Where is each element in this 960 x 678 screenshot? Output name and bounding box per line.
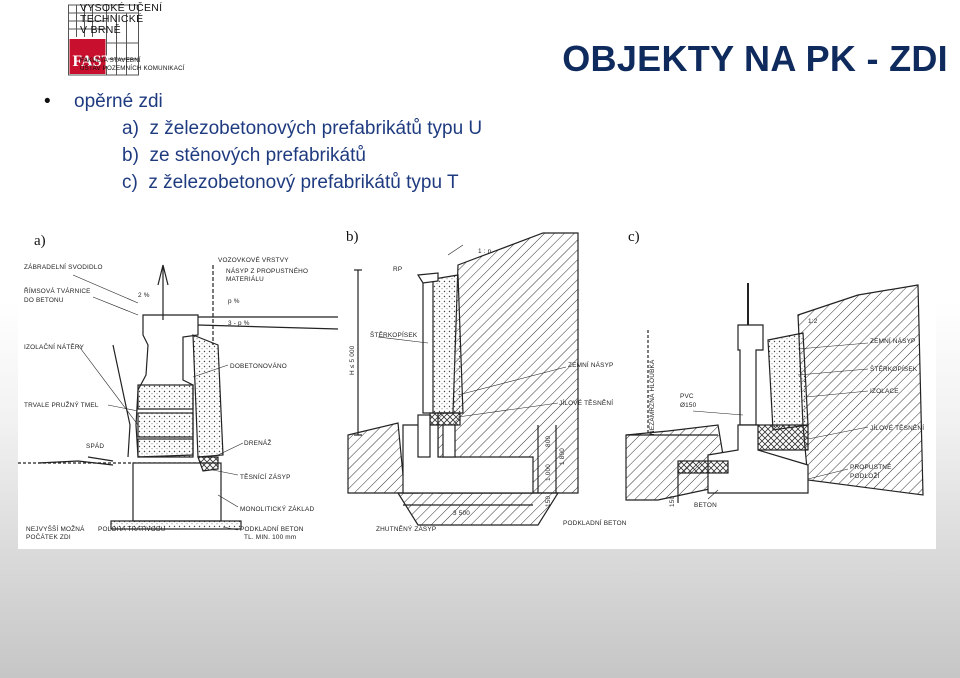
note-a-slope: p %	[228, 298, 240, 305]
note-b-compacted: ZHUTNĚNÝ ZÁSYP	[376, 524, 436, 533]
university-name-line: VYSOKÉ UČENÍ	[80, 2, 163, 14]
sub-item: c) z železobetonový prefabrikátů typu T	[122, 169, 482, 196]
slide-title: OBJEKTY NA PK - ZDI	[562, 38, 948, 79]
note-a-slope: 2 %	[138, 292, 150, 299]
note-b-dim1000: 1 000	[545, 464, 552, 481]
note-a-seal-fill: TĚSNÍCÍ ZÁSYP	[240, 472, 291, 481]
note-a-concreted: DOBETONOVÁNO	[230, 361, 287, 370]
sub-item: a) z železobetonových prefabrikátů typu …	[122, 115, 482, 142]
university-name-line: TECHNICKÉ	[80, 13, 144, 25]
note-a-fill: NÁSYP Z PROPUSTNÉHO	[226, 266, 308, 275]
note-c-permeable: PODLOŽÍ	[850, 471, 879, 480]
note-c-pvc: PVC	[680, 393, 694, 400]
sub-item-text: z železobetonových prefabrikátů typu U	[149, 118, 483, 139]
note-b-rp: RP	[393, 266, 402, 273]
note-a-highest: POČÁTEK ZDI	[26, 532, 71, 541]
sub-item-marker: a)	[122, 118, 139, 139]
bullet-list: • opěrné zdi a) z železobetonových prefa…	[44, 88, 482, 196]
fast-logo-text: FAST	[73, 53, 113, 70]
note-a-drain-pos: POLOHA TRATIVODU	[98, 526, 166, 533]
sub-item-marker: c)	[122, 172, 138, 193]
note-c-permeable: PROPUSTNÉ	[850, 462, 892, 471]
note-a-layers: VOZOVKOVÉ VRSTVY	[218, 255, 289, 264]
figure-label-c: c)	[628, 229, 640, 245]
note-c-dim150: 150	[669, 495, 676, 507]
sub-item: b) ze stěnových prefabrikátů	[122, 142, 482, 169]
university-name-line: V BRNĚ	[80, 24, 121, 36]
note-a-mono-base: MONOLITICKÝ ZÁKLAD	[240, 504, 314, 513]
note-a-fill: MATERIÁLU	[226, 274, 264, 283]
drawing-c-notes: NEZÁMRZNÁ HLOUBKA 1:2 ZEMNÍ NÁSYP ŠTĚRKO…	[647, 318, 924, 509]
drawing-a	[18, 264, 339, 531]
note-b-dim1800: 1 800	[559, 448, 566, 465]
sub-item-text: ze stěnových prefabrikátů	[149, 145, 366, 166]
note-a-bridge: DO BETONU	[24, 297, 64, 304]
note-b-height: H ≤ 5 000	[349, 345, 356, 375]
technical-drawing-panel: ZÁBRADELNÍ SVODIDLO ŘÍMSOVÁ TVÁRNICE DO …	[18, 225, 936, 549]
note-b-dim150: 150	[545, 495, 552, 507]
note-a-sealant: TRVALE PRUŽNÝ TMEL	[24, 400, 99, 409]
note-a-drain: DRENÁŽ	[244, 438, 271, 447]
note-b-width: 3 500	[453, 510, 470, 517]
note-c-concrete: BETON	[694, 502, 717, 509]
figure-label-b: b)	[346, 229, 359, 245]
sub-list: a) z železobetonových prefabrikátů typu …	[122, 115, 482, 196]
technical-drawings: ZÁBRADELNÍ SVODIDLO ŘÍMSOVÁ TVÁRNICE DO …	[18, 232, 924, 541]
note-b-under-concrete: PODKLADNÍ BETON	[563, 518, 627, 527]
note-c-gravel: ŠTĚRKOPÍSEK	[870, 364, 918, 373]
note-a-slope: 3 - p %	[228, 320, 250, 327]
drawing-c	[625, 283, 924, 503]
faculty-name: FAKULTA STAVEBNÍ	[80, 57, 141, 64]
note-a-insulation: IZOLAČNÍ NÁTĚRY	[24, 342, 85, 351]
note-a-railing: ZÁBRADELNÍ SVODIDLO	[24, 262, 103, 271]
figure-label-a: a)	[34, 233, 46, 249]
note-c-soil-fill: ZEMNÍ NÁSYP	[870, 336, 916, 345]
sub-item-text: z železobetonový prefabrikátů typu T	[148, 172, 459, 193]
note-a-thickness: TL. MIN. 100 mm	[244, 534, 296, 541]
drawing-b	[347, 232, 579, 526]
note-b-dim800: 800	[545, 435, 552, 447]
bullet-dot-icon: •	[44, 91, 51, 112]
university-logo: FAST	[68, 4, 139, 76]
institute-name: ÚSTAV POZEMNÍCH KOMUNIKACÍ	[80, 64, 185, 72]
note-b-soil-fill: ZEMNÍ NÁSYP	[568, 360, 614, 369]
note-b-slope: 1 : n	[478, 248, 492, 255]
note-a-under-concrete: PODKLADNÍ BETON	[240, 524, 304, 533]
note-b-clay-seal: JÍLOVÉ TĚSNĚNÍ	[559, 398, 613, 407]
note-c-slope: 1:2	[808, 318, 818, 325]
note-c-frost: NEZÁMRZNÁ HLOUBKA	[647, 359, 656, 435]
note-b-gravel: ŠTĚRKOPÍSEK	[370, 330, 418, 339]
header-text-block: VYSOKÉ UČENÍ TECHNICKÉ V BRNĚ FAKULTA ST…	[80, 2, 184, 72]
bullet-main-text: opěrné zdi	[74, 91, 163, 112]
sub-item-marker: b)	[122, 145, 139, 166]
note-c-pvc: Ø150	[680, 402, 697, 409]
note-a-fall: SPÁD	[86, 441, 104, 450]
drawing-a-notes: ZÁBRADELNÍ SVODIDLO ŘÍMSOVÁ TVÁRNICE DO …	[24, 255, 314, 541]
bullet-main: • opěrné zdi	[44, 88, 482, 115]
note-c-clay-seal: JÍLOVÉ TĚSNĚNÍ	[870, 423, 924, 432]
drawing-b-notes: RP 1 : n ŠTĚRKOPÍSEK ZEMNÍ NÁSYP JÍLOVÉ …	[349, 248, 627, 533]
note-c-insulation: IZOLACE	[870, 388, 899, 395]
note-a-bridge: ŘÍMSOVÁ TVÁRNICE	[24, 286, 91, 295]
note-a-highest: NEJVYŠŠÍ MOŽNÁ	[26, 524, 85, 533]
